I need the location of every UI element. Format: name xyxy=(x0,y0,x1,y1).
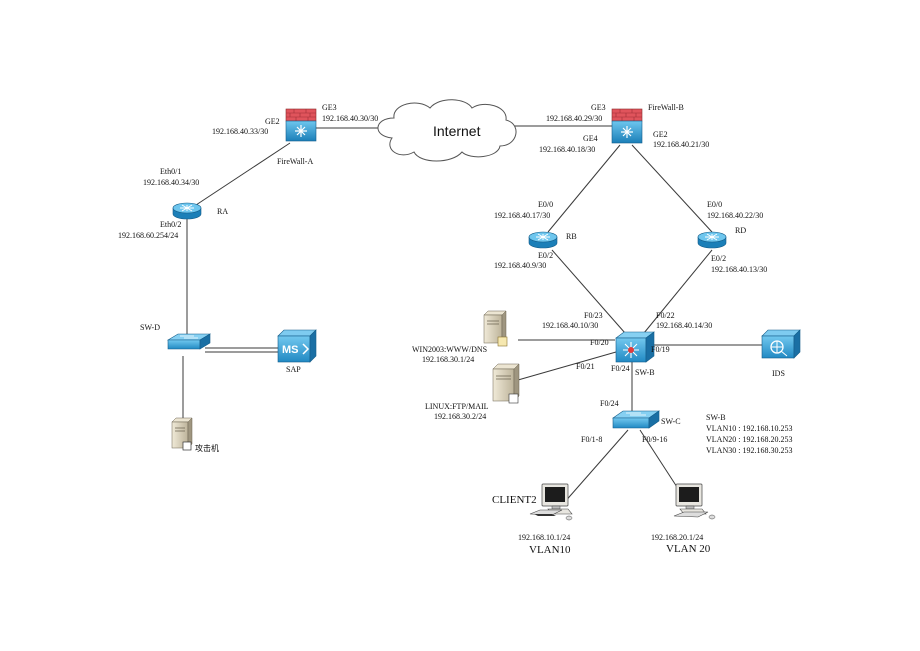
router-rb-icon xyxy=(528,231,558,249)
linux-server-icon xyxy=(492,363,520,404)
ids-icon xyxy=(761,329,801,359)
rb-name: RB xyxy=(566,232,577,241)
swb-f022-ip: 192.168.40.14/30 xyxy=(656,321,712,330)
client2-vlan: VLAN10 xyxy=(529,544,571,556)
rd-e00-ip: 192.168.40.22/30 xyxy=(707,211,763,220)
fwb-ge2-ip: 192.168.40.21/30 xyxy=(653,140,709,149)
swb-vlan20: VLAN20 : 192.168.20.253 xyxy=(706,435,792,444)
client2-ip: 192.168.10.1/24 xyxy=(518,533,570,542)
ra-eth02-port: Eth0/2 xyxy=(160,220,181,229)
win-server-name: WIN2003:WWW/DNS xyxy=(412,345,487,354)
rb-e00-ip: 192.168.40.17/30 xyxy=(494,211,550,220)
swb-f023-ip: 192.168.40.10/30 xyxy=(542,321,598,330)
fwa-ge3-port: GE3 xyxy=(322,103,337,112)
swb-f024-port: F0/24 xyxy=(611,364,630,373)
win-server-icon xyxy=(483,310,508,347)
rb-e00-port: E0/0 xyxy=(538,200,553,209)
fwb-ge2-port: GE2 xyxy=(653,130,668,139)
swb-vlan-info: SW-B VLAN10 : 192.168.10.253 VLAN20 : 19… xyxy=(706,413,792,455)
attacker-name: 攻击机 xyxy=(195,443,219,453)
swb-name: SW-B xyxy=(635,368,655,377)
linux-server-ip: 192.168.30.2/24 xyxy=(434,412,486,421)
client2-name: CLIENT2 xyxy=(492,494,537,506)
client-vlan20-ip: 192.168.20.1/24 xyxy=(651,533,703,542)
sap-name: SAP xyxy=(286,365,301,374)
swb-vlan-title: SW-B xyxy=(706,413,726,422)
swb-f019-port: F0/19 xyxy=(651,345,670,354)
swc-f018-port: F0/1-8 xyxy=(581,435,602,444)
ids-name: IDS xyxy=(772,369,785,378)
fwb-ge4-ip: 192.168.40.18/30 xyxy=(539,145,595,154)
swb-f021-port: F0/21 xyxy=(576,362,595,371)
internet-cloud: Internet xyxy=(377,99,517,162)
client2-pc-icon xyxy=(529,483,573,521)
swb-vlan10: VLAN10 : 192.168.10.253 xyxy=(706,424,792,433)
link-rb-swb xyxy=(551,249,626,334)
link-swc-client2 xyxy=(562,429,629,505)
ra-eth01-ip: 192.168.40.34/30 xyxy=(143,178,199,187)
rd-e02-port: E0/2 xyxy=(711,254,726,263)
rb-e02-port: E0/2 xyxy=(538,251,553,260)
ra-eth01-port: Eth0/1 xyxy=(160,167,181,176)
swb-f022-port: F0/22 xyxy=(656,311,675,320)
switch-swb-icon xyxy=(615,331,655,363)
fwb-ge3-ip: 192.168.40.29/30 xyxy=(546,114,602,123)
rd-e00-port: E0/0 xyxy=(707,200,722,209)
fwa-ge3-ip: 192.168.40.30/30 xyxy=(322,114,378,123)
linux-server-name: LINUX:FTP/MAIL xyxy=(425,402,489,411)
swb-f023-port: F0/23 xyxy=(584,311,603,320)
swb-f020-port: F0/20 xyxy=(590,338,609,347)
fwb-ge3-port: GE3 xyxy=(591,103,606,112)
swd-name: SW-D xyxy=(140,323,160,332)
swc-f0916-port: F0/9-16 xyxy=(642,435,667,444)
ra-name: RA xyxy=(217,207,228,216)
internet-label: Internet xyxy=(433,123,481,139)
rd-e02-ip: 192.168.40.13/30 xyxy=(711,265,767,274)
ra-eth02-ip: 192.168.60.254/24 xyxy=(118,231,178,240)
links xyxy=(182,125,762,505)
sap-server-icon: MS xyxy=(277,329,317,363)
fwa-name: FireWall-A xyxy=(277,157,313,166)
switch-swd-icon xyxy=(166,333,212,350)
link-fwb-rb xyxy=(547,144,621,233)
link-swb-linux xyxy=(517,351,617,381)
fwb-ge4-port: GE4 xyxy=(583,134,598,143)
router-rd-icon xyxy=(697,231,727,249)
rd-name: RD xyxy=(735,226,746,235)
firewall-a-icon xyxy=(285,108,317,142)
sap-icon-text: MS xyxy=(282,344,299,356)
swc-f024-port: F0/24 xyxy=(600,399,619,408)
swb-vlan30: VLAN30 : 192.168.30.253 xyxy=(706,446,792,455)
router-ra-icon xyxy=(172,202,202,220)
client-vlan20-pc-icon xyxy=(673,483,716,520)
rb-e02-ip: 192.168.40.9/30 xyxy=(494,261,546,270)
fwb-name: FireWall-B xyxy=(648,103,684,112)
switch-swc-icon xyxy=(612,410,660,429)
fwa-ge2-ip: 192.168.40.33/30 xyxy=(212,127,268,136)
link-fwb-rd xyxy=(631,144,713,233)
attacker-server-icon xyxy=(171,417,193,451)
link-rd-swb xyxy=(643,249,713,334)
swc-name: SW-C xyxy=(661,417,681,426)
win-server-ip: 192.168.30.1/24 xyxy=(422,355,474,364)
fwa-ge2-port: GE2 xyxy=(265,117,280,126)
client-vlan20-vlan: VLAN 20 xyxy=(666,543,711,555)
firewall-b-icon xyxy=(611,108,643,144)
link-fwa-ra xyxy=(195,142,291,206)
